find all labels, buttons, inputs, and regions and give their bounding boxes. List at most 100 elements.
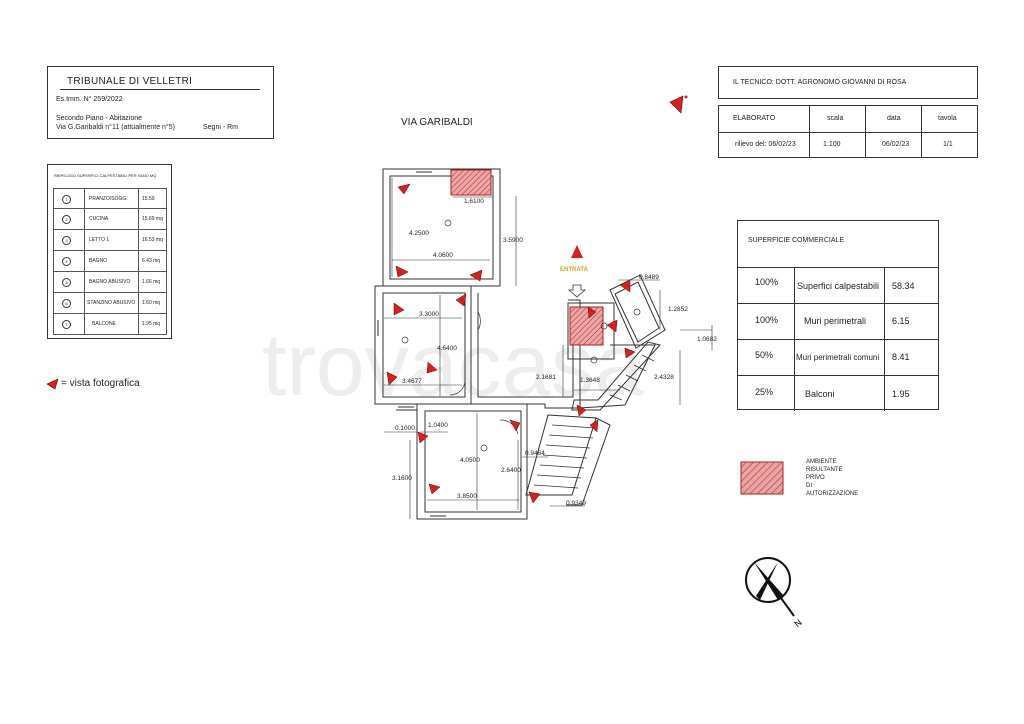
header-scala: scala — [827, 115, 844, 122]
room-name: STANZINO ABUSIVO — [87, 300, 136, 306]
room-area: 6.43 mq — [142, 258, 161, 264]
photo-arrow-icon — [395, 265, 409, 278]
survey-date: rilievo del: 06/02/23 — [735, 141, 796, 148]
legend-line: PRIVO — [806, 475, 825, 481]
photo-arrow-icon — [589, 419, 599, 433]
room-area: 1.60 mq — [142, 300, 161, 306]
photo-arrow-icon — [393, 302, 405, 316]
rooms-table-row: 4 BAGNO 6.43 mq — [53, 251, 167, 272]
room-number: 7 — [62, 320, 71, 329]
north-arrow-icon: N — [745, 557, 804, 629]
dimension-label: 0.8489 — [639, 274, 659, 281]
legend-line: RISULTANTE — [806, 467, 843, 473]
rooms-table-row: 3 LETTO 1 16.53 mq — [53, 230, 167, 251]
court-info-box: TRIBUNALE DI VELLETRI Es.Imm. N° 259/202… — [47, 66, 274, 139]
commercial-label: Muri perimetrali comuni — [796, 353, 880, 362]
photo-markers — [386, 183, 636, 504]
room-area: 1.95 mq — [142, 321, 161, 327]
technician-label: IL TECNICO: DOTT. AGRONOMO GIOVANNI DI R… — [733, 79, 907, 86]
legend-line: AUTORIZZAZIONE — [806, 491, 859, 497]
commercial-value: 6.15 — [892, 316, 910, 326]
photo-arrow-icon — [576, 404, 587, 417]
photo-arrow-icon — [417, 431, 429, 444]
photo-arrow-icon — [386, 371, 398, 386]
title-block: ELABORATO scala data tavola rilievo del:… — [718, 105, 978, 158]
technician-box: IL TECNICO: DOTT. AGRONOMO GIOVANNI DI R… — [718, 66, 978, 99]
date-value: 06/02/23 — [882, 141, 910, 148]
room-markers — [401, 219, 641, 452]
legend-line: AMBIENTE — [806, 459, 837, 465]
room-number: 2 — [62, 215, 71, 224]
room-area: 15.59 — [142, 196, 155, 202]
commercial-surface-table: SUPERFICIE COMMERCIALE 100% Superfici ca… — [737, 220, 939, 411]
room-name: BALCONE — [92, 321, 116, 327]
room-name: LETTO 1 — [89, 237, 110, 243]
rooms-table-row: 5 BAGNO ABUSIVO 1.66 mq — [53, 272, 167, 293]
photo-arrow-icon — [509, 419, 521, 432]
photo-arrow-icon — [397, 183, 411, 195]
window-marks — [374, 168, 446, 520]
commercial-value: 8.41 — [892, 352, 910, 362]
commercial-label: Muri perimetrali — [804, 316, 867, 326]
procedure-number: Es.Imm. N° 259/2022 — [56, 96, 123, 103]
unauthorized-area — [569, 306, 604, 346]
photo-arrow-icon — [624, 347, 636, 359]
scale-value: 1:100 — [823, 141, 841, 148]
rooms-table-row: 2 CUCINA 15.69 mq — [53, 209, 167, 230]
header-elaborato: ELABORATO — [733, 115, 776, 122]
photo-arrow-icon — [619, 279, 631, 293]
address-label: Via G.Garibaldi n°11 (attualmente n°5) — [56, 124, 175, 131]
commercial-pct: 25% — [755, 387, 774, 397]
photo-arrow-icon — [528, 491, 541, 504]
dimension-label: 1.6100 — [464, 198, 484, 205]
dimension-label: 1.0400 — [428, 422, 448, 429]
photo-arrow-icon — [455, 293, 467, 307]
commercial-label: Balconi — [805, 389, 835, 399]
photo-view-legend: = vista fotografica — [46, 377, 166, 393]
room-number: 3 — [62, 236, 71, 245]
commercial-label: Superfici calpestabili — [797, 281, 880, 291]
commercial-pct: 100% — [755, 315, 779, 325]
dimension-label: 1.0682 — [697, 336, 717, 343]
room-number: 6 — [62, 299, 71, 308]
photo-arrow-icon — [428, 483, 441, 495]
room-area: 15.69 mq — [142, 216, 163, 222]
court-title: TRIBUNALE DI VELLETRI — [67, 76, 193, 87]
dimension-label: 2.4328 — [654, 374, 674, 381]
sheet-value: 1/1 — [943, 141, 953, 148]
photo-legend-label: = vista fotografica — [61, 378, 140, 389]
hatch-swatch-icon — [740, 461, 784, 495]
dimension-label: 4.2500 — [409, 230, 429, 237]
legend-line: DI — [806, 483, 812, 489]
entrance-arrow-icon — [571, 245, 583, 258]
dimension-label: 3.3000 — [419, 311, 439, 318]
commercial-title: SUPERFICIE COMMERCIALE — [748, 237, 845, 244]
room-number: 1 — [62, 195, 71, 204]
room-number: 4 — [62, 257, 71, 266]
photo-arrow-icon — [606, 319, 618, 333]
dimension-lines — [384, 178, 713, 519]
unauthorized-legend: AMBIENTE RISULTANTE PRIVO DI AUTORIZZAZI… — [740, 459, 880, 504]
dimension-label: 3.5900 — [503, 237, 523, 244]
dimension-label: 1.2852 — [668, 306, 688, 313]
header-data: data — [887, 115, 901, 122]
floor-label: Secondo Piano - Abitazione — [56, 115, 143, 122]
dimension-label: 3.1600 — [392, 475, 412, 482]
room-name: CUCINA — [89, 216, 109, 222]
commercial-value: 1.95 — [892, 389, 910, 399]
room-area: 16.53 mq — [142, 237, 163, 243]
dimension-label: 2.6400 — [501, 467, 521, 474]
dimension-label: 0.9464 — [525, 450, 545, 457]
photo-arrow-icon — [587, 306, 597, 319]
dimension-label: 3.4677 — [402, 378, 422, 385]
photo-arrow-icon — [469, 269, 483, 282]
door-arcs — [449, 311, 519, 435]
north-label: N — [792, 617, 803, 629]
dimension-label: 0.9349 — [566, 500, 586, 507]
room-name: BAGNO — [89, 258, 108, 264]
photo-arrow-icon — [669, 95, 688, 114]
room-area: 1.66 mq — [142, 279, 161, 285]
court-title-underline — [60, 89, 260, 90]
commercial-value: 58.34 — [892, 281, 915, 291]
